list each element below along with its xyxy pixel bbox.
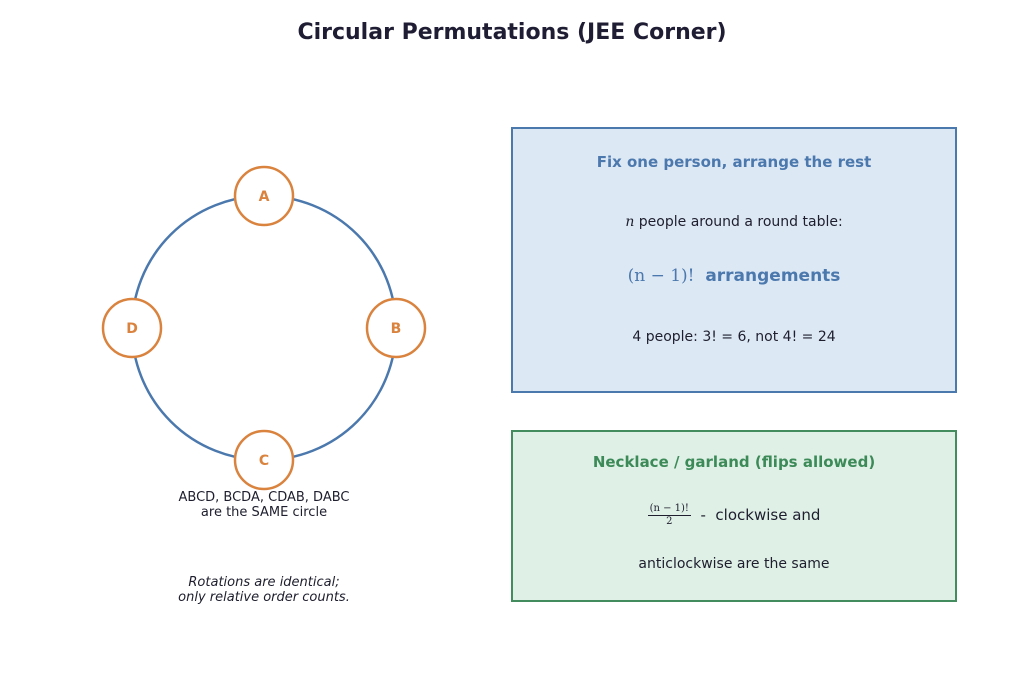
necklace-box-line-1-text: - clockwise and — [690, 506, 821, 524]
same-circle-caption: ABCD, BCDA, CDAB, DABC are the SAME circ… — [114, 490, 414, 520]
rotation-note-line-2: only relative order counts. — [178, 590, 350, 605]
necklace-box-line-1: (n − 1)! 2 - clockwise and — [513, 503, 955, 528]
fix-box-formula: (n − 1)! arrangements — [513, 266, 955, 286]
person-nodes: A B C D — [101, 165, 427, 491]
fraction-numerator: (n − 1)! — [647, 503, 691, 516]
fix-box-example: 4 people: 3! = 6, not 4! = 24 — [632, 329, 836, 345]
page-title: Circular Permutations (JEE Corner) — [297, 20, 727, 45]
variable-n: n — [625, 214, 635, 230]
necklace-box-heading: Necklace / garland (flips allowed) — [592, 453, 876, 471]
person-node-b — [365, 297, 427, 359]
formula-word: arrangements — [705, 266, 841, 286]
half-factorial-fraction: (n − 1)! 2 — [647, 503, 691, 528]
fix-box-heading: Fix one person, arrange the rest — [596, 153, 872, 171]
rotation-note-caption: Rotations are identical; only relative o… — [114, 575, 414, 605]
same-circle-line-2: are the SAME circle — [200, 505, 328, 520]
round-table-circle — [130, 194, 398, 462]
fix-box-line-1: n people around a round table: — [513, 214, 955, 230]
fix-one-person-box: Fix one person, arrange the rest n peopl… — [511, 127, 957, 393]
same-circle-line-1: ABCD, BCDA, CDAB, DABC — [178, 490, 350, 505]
person-label-d: D — [126, 321, 138, 337]
fraction-denominator: 2 — [666, 516, 673, 527]
person-label-c: C — [259, 453, 269, 469]
necklace-box-line-2: anticlockwise are the same — [638, 556, 830, 572]
person-node-c — [233, 429, 295, 491]
person-label-a: A — [259, 189, 270, 205]
person-node-a — [233, 165, 295, 227]
formula-n-minus-1-factorial: (n − 1)! — [627, 266, 695, 286]
rotation-note-line-1: Rotations are identical; — [188, 575, 340, 590]
fix-box-line-1-text: people around a round table: — [634, 214, 843, 230]
person-node-d — [101, 297, 163, 359]
person-label-b: B — [391, 321, 402, 337]
necklace-box: Necklace / garland (flips allowed) (n − … — [511, 430, 957, 602]
